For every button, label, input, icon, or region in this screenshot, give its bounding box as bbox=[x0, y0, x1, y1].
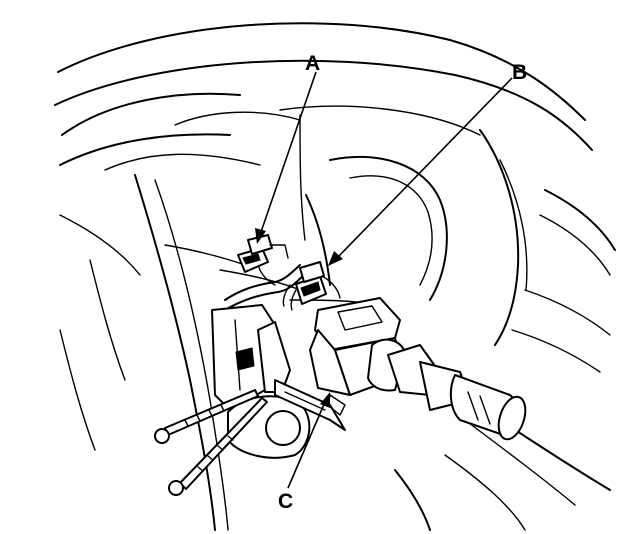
dashboard-outline bbox=[54, 22, 616, 531]
leader-a bbox=[260, 71, 317, 233]
callout-label-b: B bbox=[512, 61, 527, 84]
connector-a bbox=[237, 234, 289, 273]
callout-label-a: A bbox=[305, 52, 320, 75]
callout-label-c: C bbox=[278, 490, 293, 513]
leader-b bbox=[336, 77, 513, 259]
leader-c bbox=[287, 401, 326, 489]
arrow-a bbox=[255, 228, 266, 244]
combination-switch-c bbox=[309, 297, 527, 441]
column-housing bbox=[211, 304, 346, 459]
wiring-harness bbox=[224, 261, 341, 311]
arrow-c bbox=[320, 392, 330, 408]
arrow-b bbox=[328, 251, 343, 266]
callout-leaders bbox=[255, 71, 513, 489]
mounting-screws bbox=[154, 389, 268, 496]
connector-b bbox=[295, 261, 327, 305]
